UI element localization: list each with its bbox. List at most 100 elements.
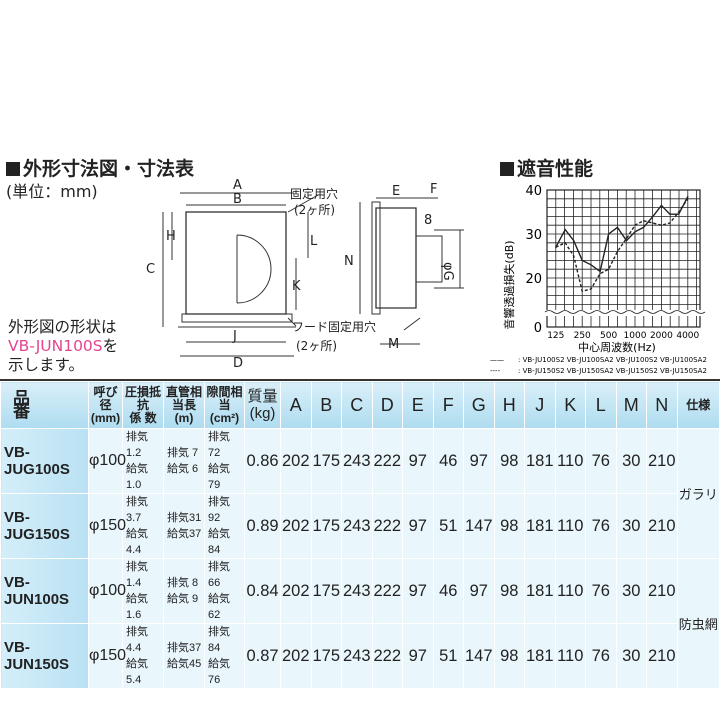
- dim-cell-E: 97: [402, 623, 434, 689]
- spec-cell: 防虫網: [676, 558, 720, 689]
- y-tick-label: 0: [534, 321, 542, 336]
- header-gap-line2: (cm²): [209, 410, 240, 425]
- gap-exhaust: 排気 84: [208, 626, 230, 654]
- data-point: [590, 288, 592, 290]
- header-spec: 仕様: [676, 381, 720, 429]
- dim-cell-F: 51: [432, 623, 464, 689]
- data-point: [599, 270, 601, 272]
- header-dim-M: M: [615, 381, 647, 429]
- sound-title: 遮音性能: [500, 154, 593, 181]
- model-cell: VB-JUN150S: [0, 623, 89, 689]
- header-pipe-line1: 直管相当長: [165, 384, 202, 412]
- data-point: [678, 213, 680, 215]
- header-gap-line1: 隙間相当: [206, 384, 243, 412]
- pipe-supply: 給気 6: [167, 463, 199, 475]
- data-point: [687, 196, 689, 198]
- dim-cell-K: 110: [554, 623, 586, 689]
- header-diameter-line2: (mm): [90, 410, 121, 425]
- data-point: [669, 222, 671, 224]
- x-tick-label: 125: [547, 331, 564, 341]
- data-point: [652, 222, 654, 224]
- header-pressure: 圧損抵抗係 数: [122, 381, 164, 429]
- dim-F: F: [430, 182, 437, 197]
- data-point: [581, 259, 583, 261]
- plot-area: [546, 189, 701, 328]
- dim-cell-F: 46: [432, 428, 464, 494]
- dimension-drawing: A B C H J D L K E F N 8 φG M 固定用穴 (2ヶ所) …: [146, 178, 464, 371]
- data-point: [608, 233, 610, 235]
- dim-cell-M: 30: [615, 493, 647, 559]
- shape-note: 外形図の形状は VB-JUN100Sを 示します。: [8, 318, 118, 375]
- gap-cell: 排気 66 給気 62: [204, 558, 245, 624]
- data-point: [660, 204, 662, 206]
- dim-cell-E: 97: [402, 558, 434, 624]
- axis-break-mark: [544, 310, 706, 314]
- dim-cell-L: 76: [585, 428, 617, 494]
- pipe-supply: 給気37: [167, 528, 202, 540]
- sound-chart: 音響透過損失(dB) 中心周波数(Hz) —— : VB-JU100S2 VB-…: [490, 184, 707, 375]
- header-diameter-line1: 呼び径: [93, 384, 118, 412]
- gap-exhaust: 排気 66: [208, 561, 230, 589]
- dim-cell-D: 222: [371, 623, 403, 689]
- dim-cell-L: 76: [585, 493, 617, 559]
- header-dim-J: J: [524, 381, 556, 429]
- diameter-cell: φ100: [88, 428, 126, 494]
- dimensions-title: 外形寸法図・寸法表: [6, 154, 194, 181]
- data-point: [660, 224, 662, 226]
- dim-cell-M: 30: [615, 623, 647, 689]
- dim-cell-B: 175: [310, 493, 342, 559]
- fix-hole-label: 固定用穴: [290, 186, 338, 201]
- note-suffix: を: [102, 337, 119, 355]
- dim-E: E: [392, 184, 400, 199]
- dim-cell-K: 110: [554, 428, 586, 494]
- legend-solid: : VB-JU100S2 VB-JU100SA2 VB-JU100S2 VB-J…: [518, 356, 707, 364]
- dim-cell-D: 222: [371, 493, 403, 559]
- dim-cell-H: 98: [493, 623, 525, 689]
- x-tick-label: 4000: [676, 331, 699, 341]
- diameter-cell: φ150: [88, 623, 126, 689]
- dim-cell-B: 175: [310, 558, 342, 624]
- x-axis-label: 中心周波数(Hz): [578, 341, 656, 354]
- y-tick-label: 20: [525, 272, 542, 287]
- gap-exhaust: 排気 92: [208, 496, 230, 524]
- dim-cell-H: 98: [493, 558, 525, 624]
- dim-cell-C: 243: [341, 558, 373, 624]
- dim-cell-A: 202: [280, 493, 312, 559]
- gap-exhaust: 排気 72: [208, 431, 230, 459]
- dim-cell-A: 202: [280, 428, 312, 494]
- dim-cell-B: 175: [310, 428, 342, 494]
- data-point: [608, 268, 610, 270]
- pressure-exhaust: 排気 1.4: [126, 561, 148, 589]
- pressure-cell: 排気 1.2 給気 1.0: [122, 428, 164, 494]
- spec-cell: ガラリ: [676, 428, 720, 559]
- legend-mark-solid: ——: [490, 356, 504, 364]
- dim-cell-M: 30: [615, 428, 647, 494]
- table-top-rule: [0, 379, 720, 381]
- pipe-exhaust: 排気 8: [167, 577, 199, 589]
- y-axis-label: 音響透過損失(dB): [502, 240, 516, 329]
- dim-D: D: [233, 356, 243, 371]
- pressure-exhaust: 排気 3.7: [126, 496, 148, 524]
- dim-cell-J: 181: [524, 428, 556, 494]
- header-mass-line1: 質量: [247, 388, 278, 405]
- dim-A: A: [233, 178, 242, 193]
- gap-supply: 給気 62: [208, 593, 230, 621]
- header-pipe: 直管相当長(m): [163, 381, 205, 429]
- dim-cell-F: 46: [432, 558, 464, 624]
- dim-cell-J: 181: [524, 493, 556, 559]
- header-model: 品 番: [0, 381, 89, 429]
- pressure-exhaust: 排気 1.2: [126, 431, 148, 459]
- dim-cell-N: 210: [646, 493, 678, 559]
- pipe-supply: 給気45: [167, 658, 202, 670]
- y-tick-label: 40: [525, 184, 542, 199]
- dim-C: C: [146, 262, 155, 277]
- pressure-supply: 給気 1.0: [126, 463, 148, 491]
- diameter-cell: φ100: [88, 558, 126, 624]
- dim-cell-N: 210: [646, 623, 678, 689]
- dim-K: K: [292, 279, 301, 294]
